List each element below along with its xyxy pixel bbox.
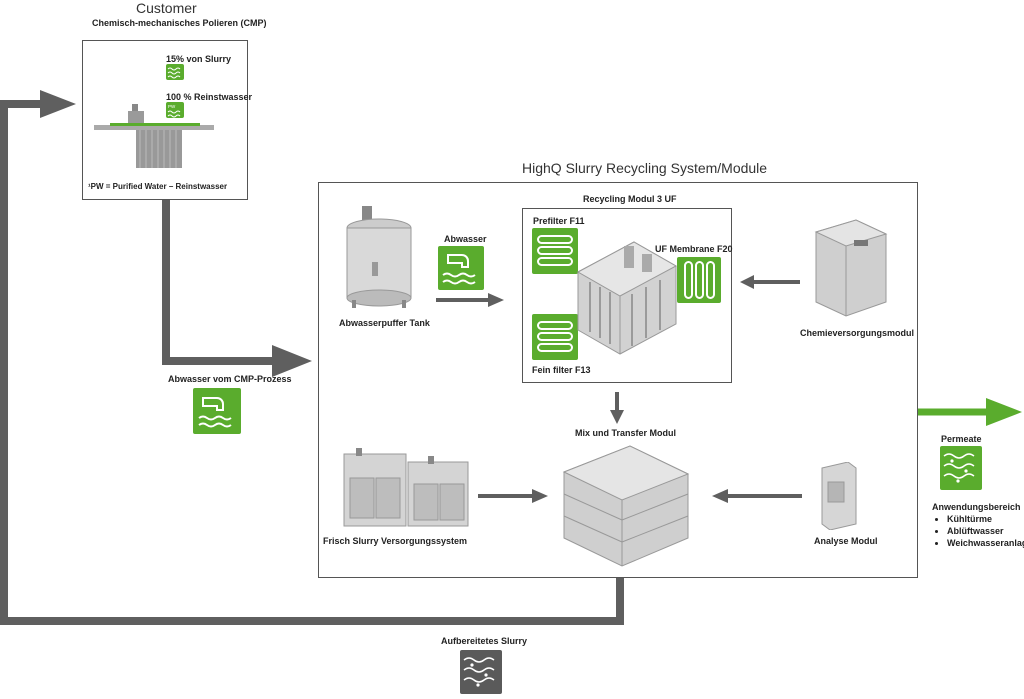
inflow-label: Abwasser vom CMP-Prozess [168,374,292,384]
uf-membrane-label: UF Membrane F20 [655,244,733,254]
abwasser-label: Abwasser [444,234,487,244]
customer-box [82,40,248,200]
prefilter-icon [532,228,578,274]
permeate-title: Permeate [941,434,982,444]
chemie-label: Chemieversorgungsmodul [800,328,915,338]
recycling-title: Recycling Modul 3 UF [583,194,677,204]
prefilter-label: Prefilter F11 [533,216,585,226]
water-share-label: 100 % Reinstwasser [166,92,253,102]
analyse-to-mix-arrow [712,489,802,503]
frisch-label: Frisch Slurry Versorgungssystem [323,536,468,546]
tank-illustration [346,206,412,308]
abwasser-icon [438,246,484,290]
mix-illustration [562,445,690,567]
fein-filter-label: Fein filter F13 [532,365,591,375]
return-label: Aufbereitetes Slurry [441,636,528,646]
frisch-to-mix-arrow [478,489,548,503]
permeate-use-item: Ablüftwasser [947,525,1024,537]
tank-label: Abwasserpuffer Tank [339,318,430,328]
analyse-label: Analyse Modul [814,536,878,546]
permeate-use-list: Kühltürme Ablüftwasser Weichwasseranlage [937,513,1024,549]
return-slurry-icon [460,650,502,694]
uf-machine-illustration [576,241,678,355]
customer-subtitle: Chemisch-mechanisches Polieren (CMP) [92,18,267,28]
permeate-icon [940,446,982,490]
system-title: HighQ Slurry Recycling System/Module [522,160,768,176]
pure-water-icon: PW [166,102,184,118]
tank-to-recycling-arrow [436,293,504,307]
cmp-machine-illustration [94,104,214,168]
pw-footnote: ¹PW = Purified Water – Reinstwasser [88,182,228,191]
slurry-share-label: 15% von Slurry [166,54,232,64]
slurry-icon [166,64,184,80]
recycling-to-mix-arrow [610,392,624,424]
analyse-illustration [821,462,857,530]
chemie-illustration [814,219,888,317]
permeate-use-item: Kühltürme [947,513,1024,525]
wastewater-inflow-icon [193,388,241,434]
permeate-arrowhead [986,398,1022,426]
uf-membrane-icon [677,257,721,303]
fein-filter-icon [532,314,578,360]
mix-label: Mix und Transfer Modul [575,428,677,438]
inflow-arrowhead [272,345,312,377]
pw-tag: PW [168,104,176,109]
chemie-arrow [740,275,800,289]
return-loop-arrowhead [40,90,76,118]
return-loop-line [0,100,624,625]
frisch-illustration [343,448,469,527]
customer-title: Customer [136,0,197,16]
permeate-use-title: Anwendungsbereich [932,502,1021,512]
inflow-line [162,200,278,365]
permeate-use-item: Weichwasseranlage [947,537,1024,549]
